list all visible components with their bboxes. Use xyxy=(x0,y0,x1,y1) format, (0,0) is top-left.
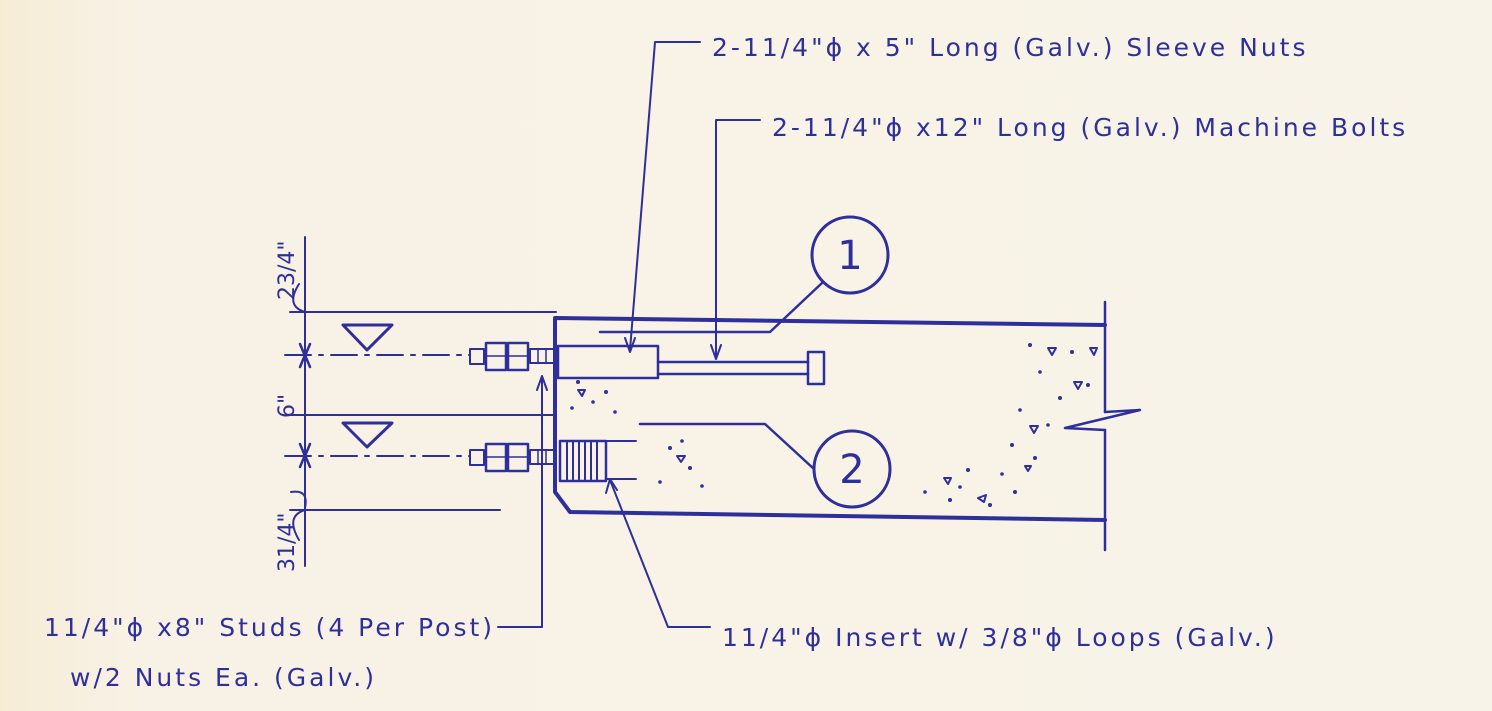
sleeve-nut-icon xyxy=(556,344,660,380)
callout-studs-line-2: w/2 Nuts Ea. (Galv.) xyxy=(70,663,377,692)
detail-tag-1-label: 1 xyxy=(837,233,862,279)
upper-bolt-assembly xyxy=(469,341,826,386)
dimension-top-label: 23/4" xyxy=(275,240,300,300)
concrete-member xyxy=(553,300,1142,552)
dimension-middle-label: 6" xyxy=(275,394,300,418)
detail-tag-1 xyxy=(598,215,890,334)
bolt-head-icon xyxy=(806,350,826,386)
nut-icon xyxy=(469,449,485,466)
level-lines xyxy=(284,311,557,511)
dimension-string xyxy=(290,236,312,567)
callout-studs-line-1: 11/4"ϕ x8" Studs (4 Per Post) xyxy=(44,613,495,642)
nut-icon xyxy=(469,348,485,365)
level-marker-icon xyxy=(341,421,394,449)
detail-tag-2-label: 2 xyxy=(839,447,864,493)
callout-leaders xyxy=(497,41,761,628)
insert-icon xyxy=(558,439,608,483)
detail-tag-2 xyxy=(638,422,892,509)
lower-stud-assembly xyxy=(469,439,637,483)
callout-machine-bolts: 2-11/4"ϕ x12" Long (Galv.) Machine Bolts xyxy=(772,113,1408,142)
callout-sleeve-nuts: 2-11/4"ϕ x 5" Long (Galv.) Sleeve Nuts xyxy=(712,33,1309,62)
concrete-aggregate-stipple xyxy=(570,343,1098,507)
callout-insert: 11/4"ϕ Insert w/ 3/8"ϕ Loops (Galv.) xyxy=(722,623,1278,652)
level-marker-icon xyxy=(341,323,394,352)
dimension-bottom-label: 31/4" xyxy=(275,512,300,572)
